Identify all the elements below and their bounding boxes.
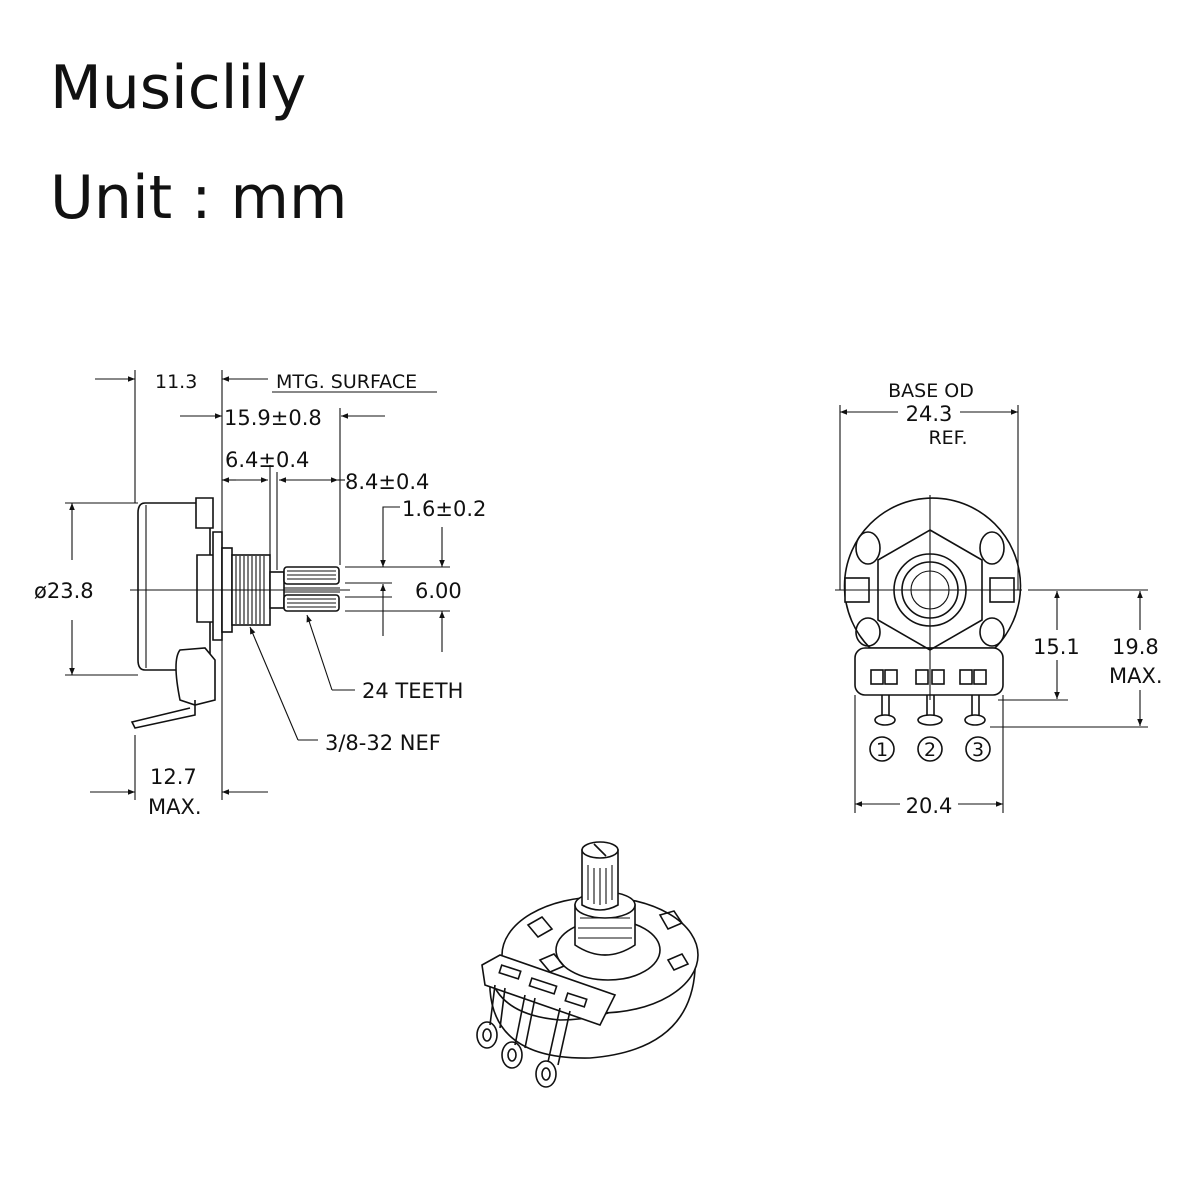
dim-12-7: 12.7	[150, 765, 197, 789]
ref-label: REF.	[928, 427, 967, 449]
mounting-plate	[212, 531, 223, 641]
isometric-view	[476, 841, 699, 1088]
pin-3-label: 3	[972, 739, 984, 761]
dim-diameter: ø23.8	[34, 579, 94, 603]
base-od-label: BASE OD	[888, 380, 974, 402]
dim-6-00: 6.00	[415, 579, 462, 603]
dim-20-4: 20.4	[906, 794, 953, 818]
dim-1-6: 1.6±0.2	[402, 497, 486, 521]
dim-19-8: 19.8	[1112, 635, 1159, 659]
terminal-tab	[854, 647, 1004, 696]
front-view: 1 2 3 BASE OD 24.3 REF. 15.1 19.8 MAX. 2…	[835, 380, 1163, 818]
iso-terminal-tab	[481, 954, 617, 1026]
unit-label: Unit : mm	[50, 163, 348, 233]
thread-label: 3/8-32 NEF	[325, 731, 441, 755]
pin-1-circle	[869, 736, 895, 762]
pin-2-label: 2	[924, 739, 936, 761]
dim-6-4: 6.4±0.4	[225, 448, 309, 472]
terminal-pins	[874, 695, 986, 726]
pin-3-circle	[965, 736, 991, 762]
dim-24-3: 24.3	[906, 402, 953, 426]
dim-15-9: 15.9±0.8	[224, 406, 322, 430]
pin-2-circle	[917, 736, 943, 762]
side-view: 11.3 MTG. SURFACE 15.9±0.8 6.4±0.4 8.4±0…	[34, 370, 486, 819]
dim-11-3: 11.3	[155, 371, 197, 393]
iso-lugs	[476, 984, 571, 1088]
pot-body	[137, 502, 211, 671]
dim-8-4: 8.4±0.4	[345, 470, 429, 494]
dim-12-7-note: MAX.	[148, 795, 202, 819]
pin-1-label: 1	[876, 739, 888, 761]
dim-19-8-note: MAX.	[1109, 664, 1163, 688]
teeth-label: 24 TEETH	[362, 679, 463, 703]
terminal-lug	[130, 700, 196, 729]
mtg-surface-label: MTG. SURFACE	[276, 371, 417, 393]
brand-title: Musiclily	[50, 53, 307, 123]
dim-15-1: 15.1	[1033, 635, 1080, 659]
